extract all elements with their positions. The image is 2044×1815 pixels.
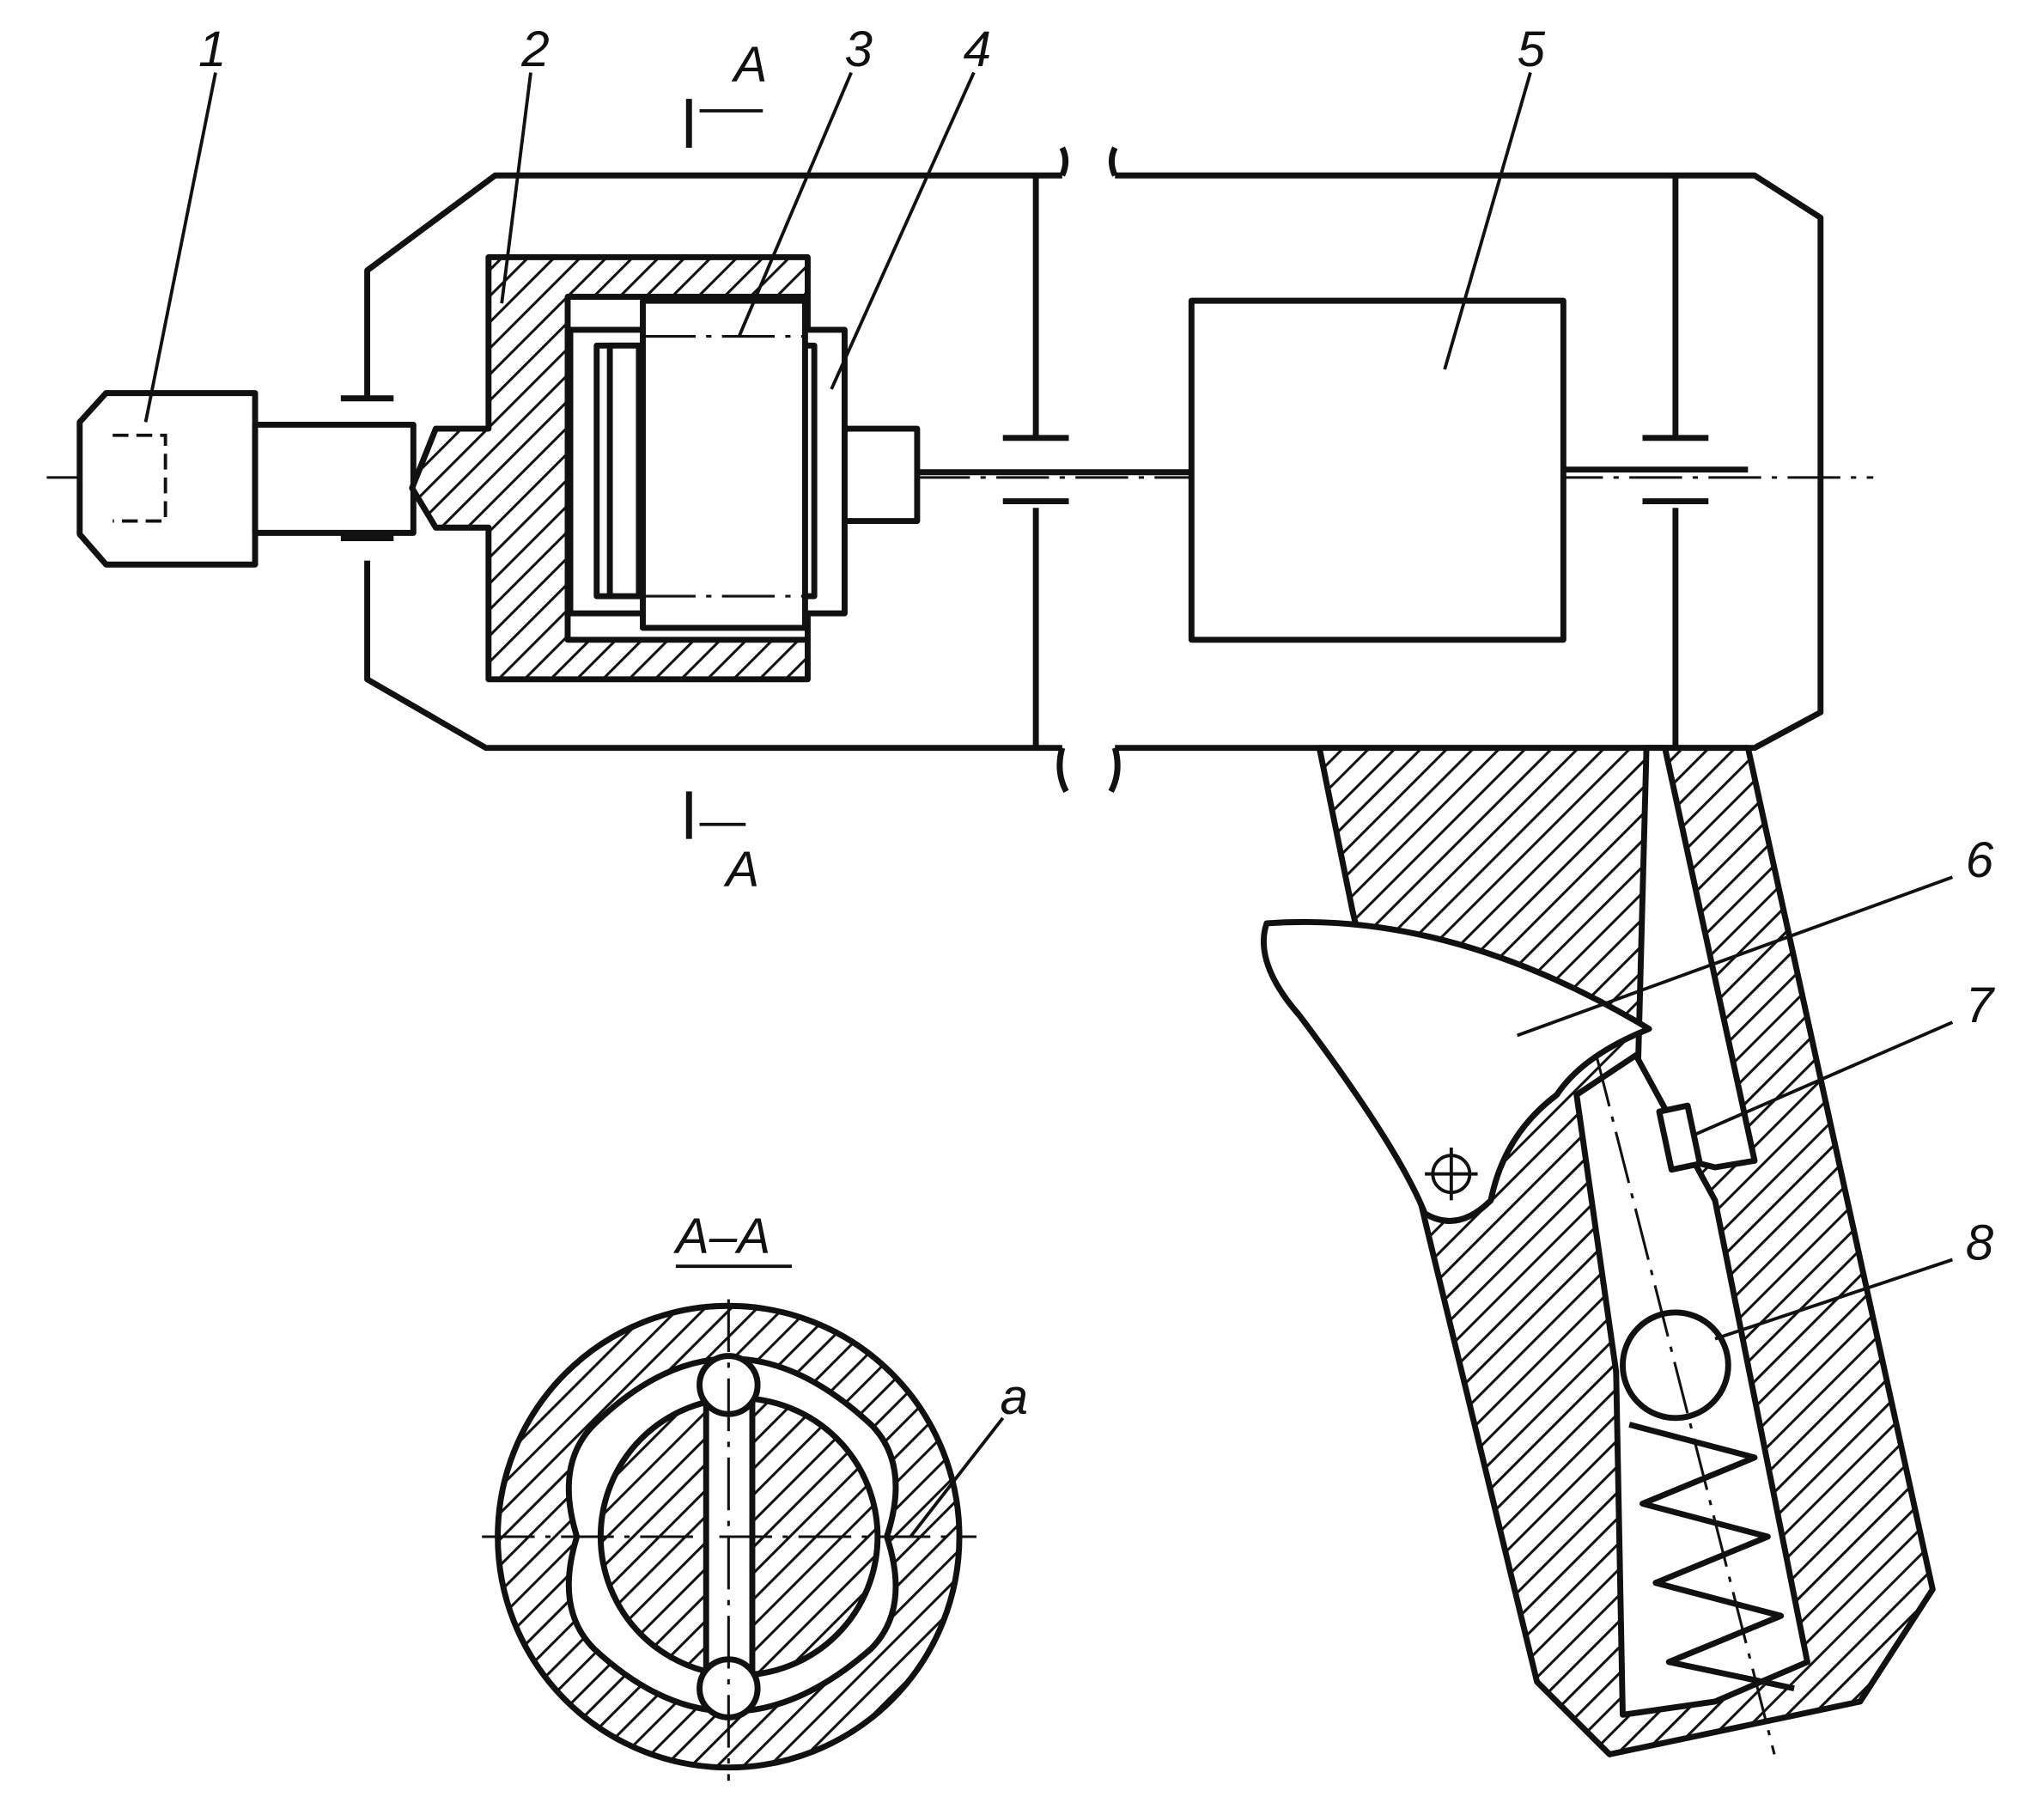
- section-label-top: A: [731, 37, 767, 93]
- spring: [1628, 1422, 1795, 1691]
- leader-lines: [143, 71, 1954, 1538]
- handle: [1261, 745, 1936, 1757]
- part-label-1: 1: [198, 21, 226, 77]
- part-label-4: 4: [964, 21, 991, 77]
- front-housing: [340, 146, 1069, 793]
- detail-label-a: a: [1001, 1369, 1028, 1425]
- section-marks: [685, 99, 763, 839]
- section-a-a: [482, 1264, 977, 1782]
- part-label-6: 6: [1966, 832, 1994, 888]
- section-label-bottom: A: [723, 842, 759, 898]
- rotor-body: [409, 253, 921, 683]
- part-label-8: 8: [1966, 1215, 1994, 1271]
- trigger: [1261, 918, 1652, 1224]
- part-label-7: 7: [1966, 978, 1996, 1033]
- motor: [916, 297, 1749, 643]
- part-label-2: 2: [520, 21, 549, 77]
- part-label-5: 5: [1518, 21, 1546, 77]
- part-label-3: 3: [844, 21, 872, 77]
- section-title: A–A: [673, 1209, 770, 1264]
- chuck: [76, 390, 417, 568]
